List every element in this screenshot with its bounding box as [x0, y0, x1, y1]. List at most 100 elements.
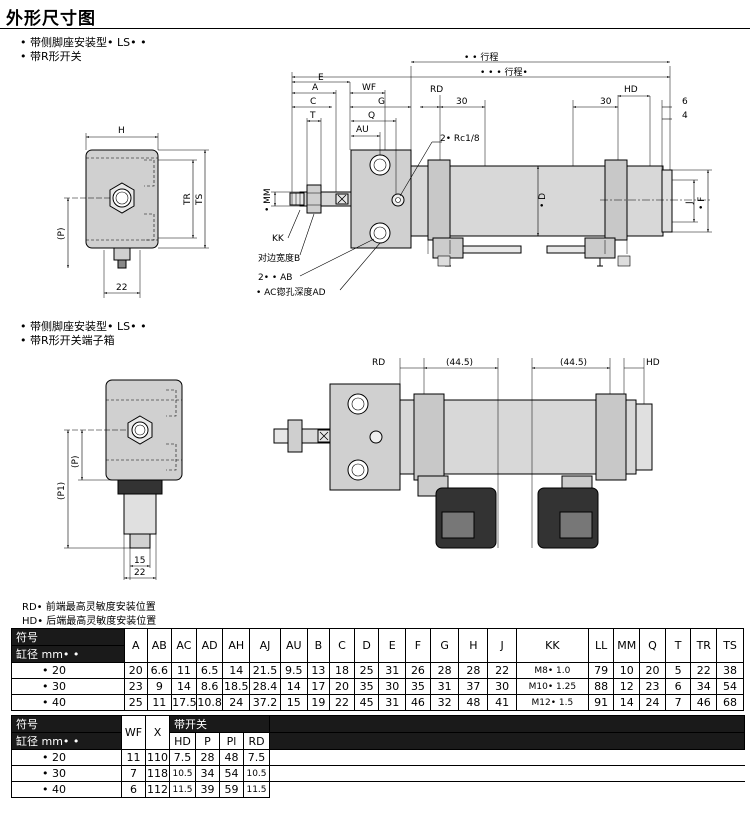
- cell: 54: [219, 765, 244, 782]
- cell: 7: [664, 694, 692, 711]
- side-view-1: • • 行程 • • • 行程• E A WF C G RD 30 30 HD: [256, 51, 712, 298]
- col-head: P: [195, 732, 220, 750]
- cell: 25: [353, 662, 380, 679]
- cell: 28: [458, 662, 489, 679]
- dim-15: 15: [134, 556, 145, 566]
- cell: 11: [171, 662, 197, 679]
- label-KK: KK: [272, 234, 285, 244]
- bore-cell: • 30: [11, 765, 122, 782]
- col-head: WF: [121, 715, 146, 750]
- cell: 21.5: [249, 662, 281, 679]
- dim-44-5b: (44.5): [560, 358, 587, 368]
- cell: 14: [222, 662, 251, 679]
- dim-AU: AU: [356, 125, 369, 135]
- cell: 7: [121, 765, 146, 782]
- bore-cell: • 40: [11, 781, 122, 798]
- cell: 24: [639, 694, 666, 711]
- dimension-drawings: H TR TS (P) 22: [57, 51, 712, 580]
- cell: 28: [195, 749, 220, 766]
- col-head: AC: [171, 628, 197, 663]
- cell: 48: [219, 749, 244, 766]
- dimension-table-1: 符号 A AB AC AD AH AJ AU B C D E F G H J K…: [11, 628, 744, 711]
- col-head: G: [429, 628, 460, 663]
- cell: 26: [405, 662, 431, 679]
- cell: 118: [145, 765, 170, 782]
- cell: 31: [378, 662, 407, 679]
- col-head: E: [378, 628, 407, 663]
- bore-label: 缸径 mm• •: [11, 645, 125, 663]
- cell: 11.5: [169, 781, 196, 798]
- symbol-label-2: 符号: [11, 715, 122, 733]
- table-row: • 40 25 11 17.5 10.8 24 37.2 15 19 22 45…: [11, 694, 744, 711]
- table-row: • 20 11 110 7.5 28 48 7.5: [11, 749, 745, 766]
- dim-MM: • MM: [263, 188, 273, 212]
- col-head: B: [306, 628, 331, 663]
- row-filler: [269, 765, 745, 782]
- col-head: D: [353, 628, 380, 663]
- dim-stroke-2: • • • 行程•: [480, 66, 528, 78]
- col-head: H: [458, 628, 489, 663]
- cell: 37.2: [249, 694, 281, 711]
- cell: 17: [306, 678, 331, 695]
- cell: 22: [487, 662, 517, 679]
- dim-F: • F: [697, 197, 707, 210]
- cell: 19: [306, 694, 331, 711]
- cell: 46: [405, 694, 431, 711]
- cell: 18: [329, 662, 355, 679]
- cell: 22: [329, 694, 355, 711]
- cell: 46: [690, 694, 718, 711]
- col-head: AD: [195, 628, 224, 663]
- cell: 14: [279, 678, 308, 695]
- dim-44-5a: (44.5): [446, 358, 473, 368]
- dim-J: J: [685, 201, 695, 205]
- label-flats: 对边宽度B: [258, 252, 300, 264]
- cell: 23: [639, 678, 666, 695]
- cell: 88: [587, 678, 615, 695]
- col-head: AJ: [249, 628, 281, 663]
- dim-A: A: [312, 83, 319, 93]
- dim-Q: Q: [368, 111, 375, 121]
- cell: 91: [587, 694, 615, 711]
- cell: 11: [146, 694, 173, 711]
- table-row: • 20 20 6.6 11 6.5 14 21.5 9.5 13 18 25 …: [11, 662, 744, 679]
- legend-hd: HD• 后端最高灵敏度安装位置: [22, 616, 157, 627]
- cell: 7.5: [169, 749, 196, 766]
- cell: 39: [195, 781, 220, 798]
- col-head: LL: [587, 628, 615, 663]
- header-filler: [269, 715, 745, 733]
- cell: 15: [279, 694, 308, 711]
- section2-note-2: • 带R形开关端子箱: [20, 334, 115, 347]
- col-head: Q: [639, 628, 666, 663]
- col-head: AU: [279, 628, 308, 663]
- dimension-table-2: 符号 WF X 带开关 缸径 mm• • HD P Pl RD • 20 11 …: [11, 715, 745, 798]
- dim-D: • D: [538, 193, 548, 208]
- dim-22-2: 22: [134, 568, 145, 578]
- cell: 14: [171, 678, 197, 695]
- col-head: TR: [690, 628, 718, 663]
- col-head: C: [329, 628, 355, 663]
- dim-P-2: (P): [71, 456, 81, 468]
- cell: 41: [487, 694, 517, 711]
- cell: 48: [458, 694, 489, 711]
- col-head: X: [145, 715, 170, 750]
- cell: 17.5: [171, 694, 197, 711]
- cell: 11: [121, 749, 146, 766]
- col-head: T: [664, 628, 692, 663]
- dim-H: H: [118, 126, 125, 136]
- bore-cell: • 20: [11, 662, 125, 679]
- cell: 30: [378, 678, 407, 695]
- col-head: J: [487, 628, 517, 663]
- dim-TR: TR: [183, 193, 193, 206]
- dim-HD-2: HD: [646, 358, 660, 368]
- cell: 34: [690, 678, 718, 695]
- col-head: Pl: [219, 732, 244, 750]
- cell: 32: [429, 694, 460, 711]
- cell: 28: [429, 662, 460, 679]
- cell: 110: [145, 749, 170, 766]
- cell: 38: [716, 662, 744, 679]
- cell: 13: [306, 662, 331, 679]
- cell: 9.5: [279, 662, 308, 679]
- cell: 79: [587, 662, 615, 679]
- cell: M10• 1.25: [515, 678, 589, 695]
- row-filler: [269, 749, 745, 766]
